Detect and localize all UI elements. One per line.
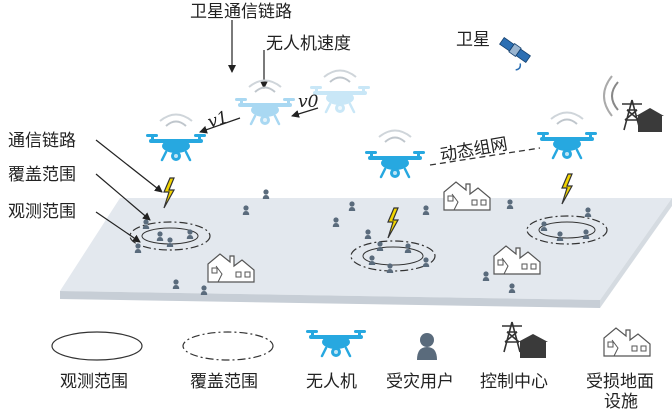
uav-speed-label: 无人机速度 (266, 34, 351, 54)
legend-control-center-icon (501, 321, 548, 358)
legend-observation-shape (51, 331, 143, 361)
legend-coverage-label: 覆盖范围 (190, 372, 258, 392)
drone-center (363, 149, 427, 180)
comm-link-arrow (95, 139, 163, 193)
coverage-area-center (350, 240, 436, 272)
satellite-icon (499, 36, 531, 71)
drone-faded-right (308, 84, 372, 115)
drone-right (535, 130, 599, 161)
coverage-range-label: 覆盖范围 (8, 165, 76, 185)
legend-damaged-facility-icon (603, 327, 651, 357)
legend-user-label: 受灾用户 (386, 372, 454, 392)
satellite-label: 卫星 (456, 30, 490, 50)
satellite-link-label: 卫星通信链路 (190, 2, 292, 22)
observation-range-label: 观测范围 (8, 202, 76, 222)
comm-link-label: 通信链路 (8, 131, 76, 151)
drone-faded-left (233, 96, 297, 127)
wifi-icon (323, 69, 357, 83)
coverage-area-right (526, 215, 608, 245)
legend-damaged-facility-label-2: 设施 (604, 392, 638, 412)
wifi-icon (248, 79, 282, 93)
dynamic-network-link (429, 147, 541, 166)
ground-plane (60, 198, 672, 308)
legend-uav-label: 无人机 (306, 372, 357, 392)
drone-left (144, 132, 208, 163)
wifi-icon (550, 111, 584, 125)
legend-uav-icon (304, 328, 368, 359)
legend-damaged-facility-label-1: 受损地面 (586, 372, 654, 392)
legend-user-icon (417, 333, 437, 360)
v0-label: v0 (298, 92, 319, 112)
wifi-icon (159, 113, 193, 127)
legend (51, 321, 651, 361)
wifi-icon (378, 129, 412, 143)
v1-arrow (199, 117, 241, 134)
damaged-house (443, 181, 491, 211)
coverage-arrow (95, 173, 151, 221)
v0-arrow (291, 107, 319, 118)
legend-control-center-label: 控制中心 (480, 372, 548, 392)
legend-coverage-shape (182, 331, 274, 361)
legend-observation-label: 观测范围 (60, 372, 128, 392)
observation-arrow (95, 211, 141, 243)
control-center-icon (603, 75, 664, 132)
